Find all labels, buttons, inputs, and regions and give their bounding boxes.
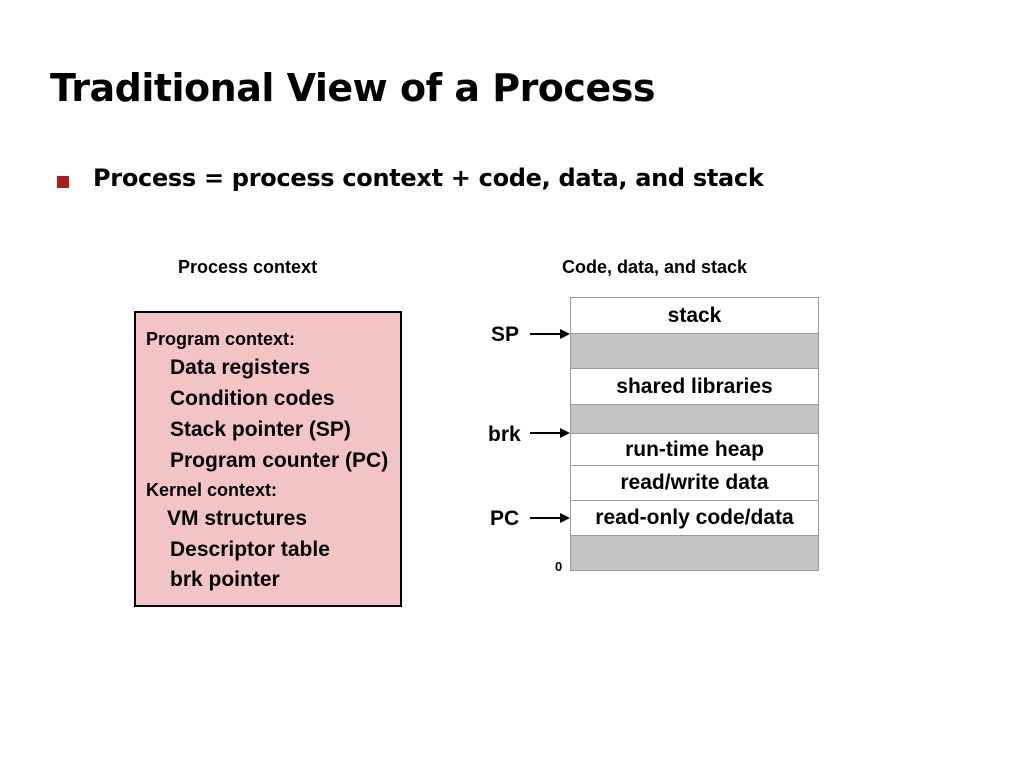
segment-run-time-heap: run-time heap [570,433,819,466]
context-item-program-counter: Program counter (PC) [170,449,389,472]
pointer-label-sp: SP [491,323,520,346]
bullet-text: Process = process context + code, data, … [93,164,764,192]
kernel-context-heading: Kernel context: [146,480,278,500]
pointer-label-pc: PC [490,507,520,530]
context-item-data-registers: Data registers [170,356,311,379]
segment-gap-3 [570,535,819,571]
segment-shared-libraries: shared libraries [570,368,819,405]
segment-read-write-data: read/write data [570,465,819,501]
process-context-box: Program context: Data registers Conditio… [134,311,402,607]
context-item-condition-codes: Condition codes [170,387,335,410]
context-item-descriptor-table: Descriptor table [170,538,330,561]
segment-gap-1 [570,333,819,369]
pointer-label-brk: brk [488,423,521,446]
program-context-heading: Program context: [146,329,296,349]
arrow-sp [530,329,570,339]
segment-read-only-code: read-only code/data [570,500,819,536]
address-zero-label: 0 [555,559,563,574]
memory-header: Code, data, and stack [562,257,748,277]
context-item-vm-structures: VM structures [167,507,308,530]
arrow-pc [530,513,570,523]
arrow-brk [530,428,570,438]
slide-title: Traditional View of a Process [50,66,655,110]
segment-stack: stack [570,297,819,334]
process-context-header: Process context [178,257,318,277]
context-item-stack-pointer: Stack pointer (SP) [170,418,351,441]
context-item-brk-pointer: brk pointer [170,568,280,591]
bullet-marker [57,176,69,188]
